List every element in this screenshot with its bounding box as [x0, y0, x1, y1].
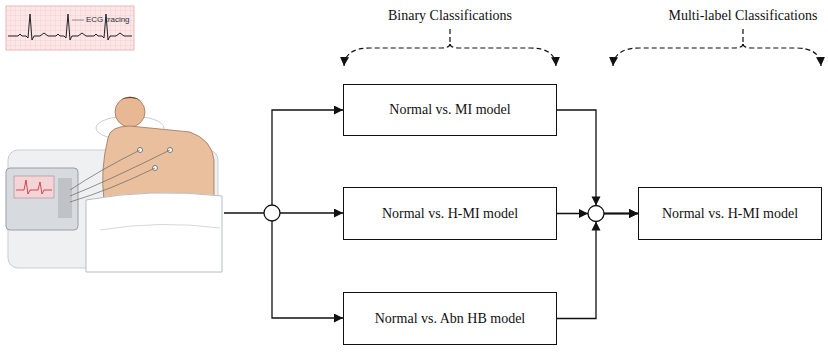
box-label: Normal vs. H-MI model — [662, 206, 798, 222]
input-lines — [224, 110, 343, 318]
arrow-head — [579, 209, 588, 218]
process-box: Normal vs. MI model — [343, 84, 557, 136]
process-box: Normal vs. Abn HB model — [343, 292, 557, 345]
box-label: Normal vs. MI model — [389, 102, 510, 118]
merge-connector — [557, 110, 638, 214]
dashed-bracket — [344, 29, 821, 66]
section-heading: Binary Classifications — [388, 8, 512, 24]
arrow-head — [592, 222, 601, 231]
section-heading: Multi-label Classifications — [669, 8, 818, 24]
arrow-head — [592, 197, 601, 206]
merge-connector — [557, 214, 638, 319]
patient-illustration — [6, 97, 222, 272]
process-box: Normal vs. H-MI model — [638, 187, 822, 240]
process-box: Normal vs. H-MI model — [343, 187, 557, 240]
box-label: Normal vs. Abn HB model — [375, 311, 526, 327]
junction-circle — [588, 206, 604, 222]
figure-label: ECG tracing — [86, 15, 130, 24]
ecg-strip — [6, 6, 134, 50]
box-label: Normal vs. H-MI model — [382, 206, 518, 222]
